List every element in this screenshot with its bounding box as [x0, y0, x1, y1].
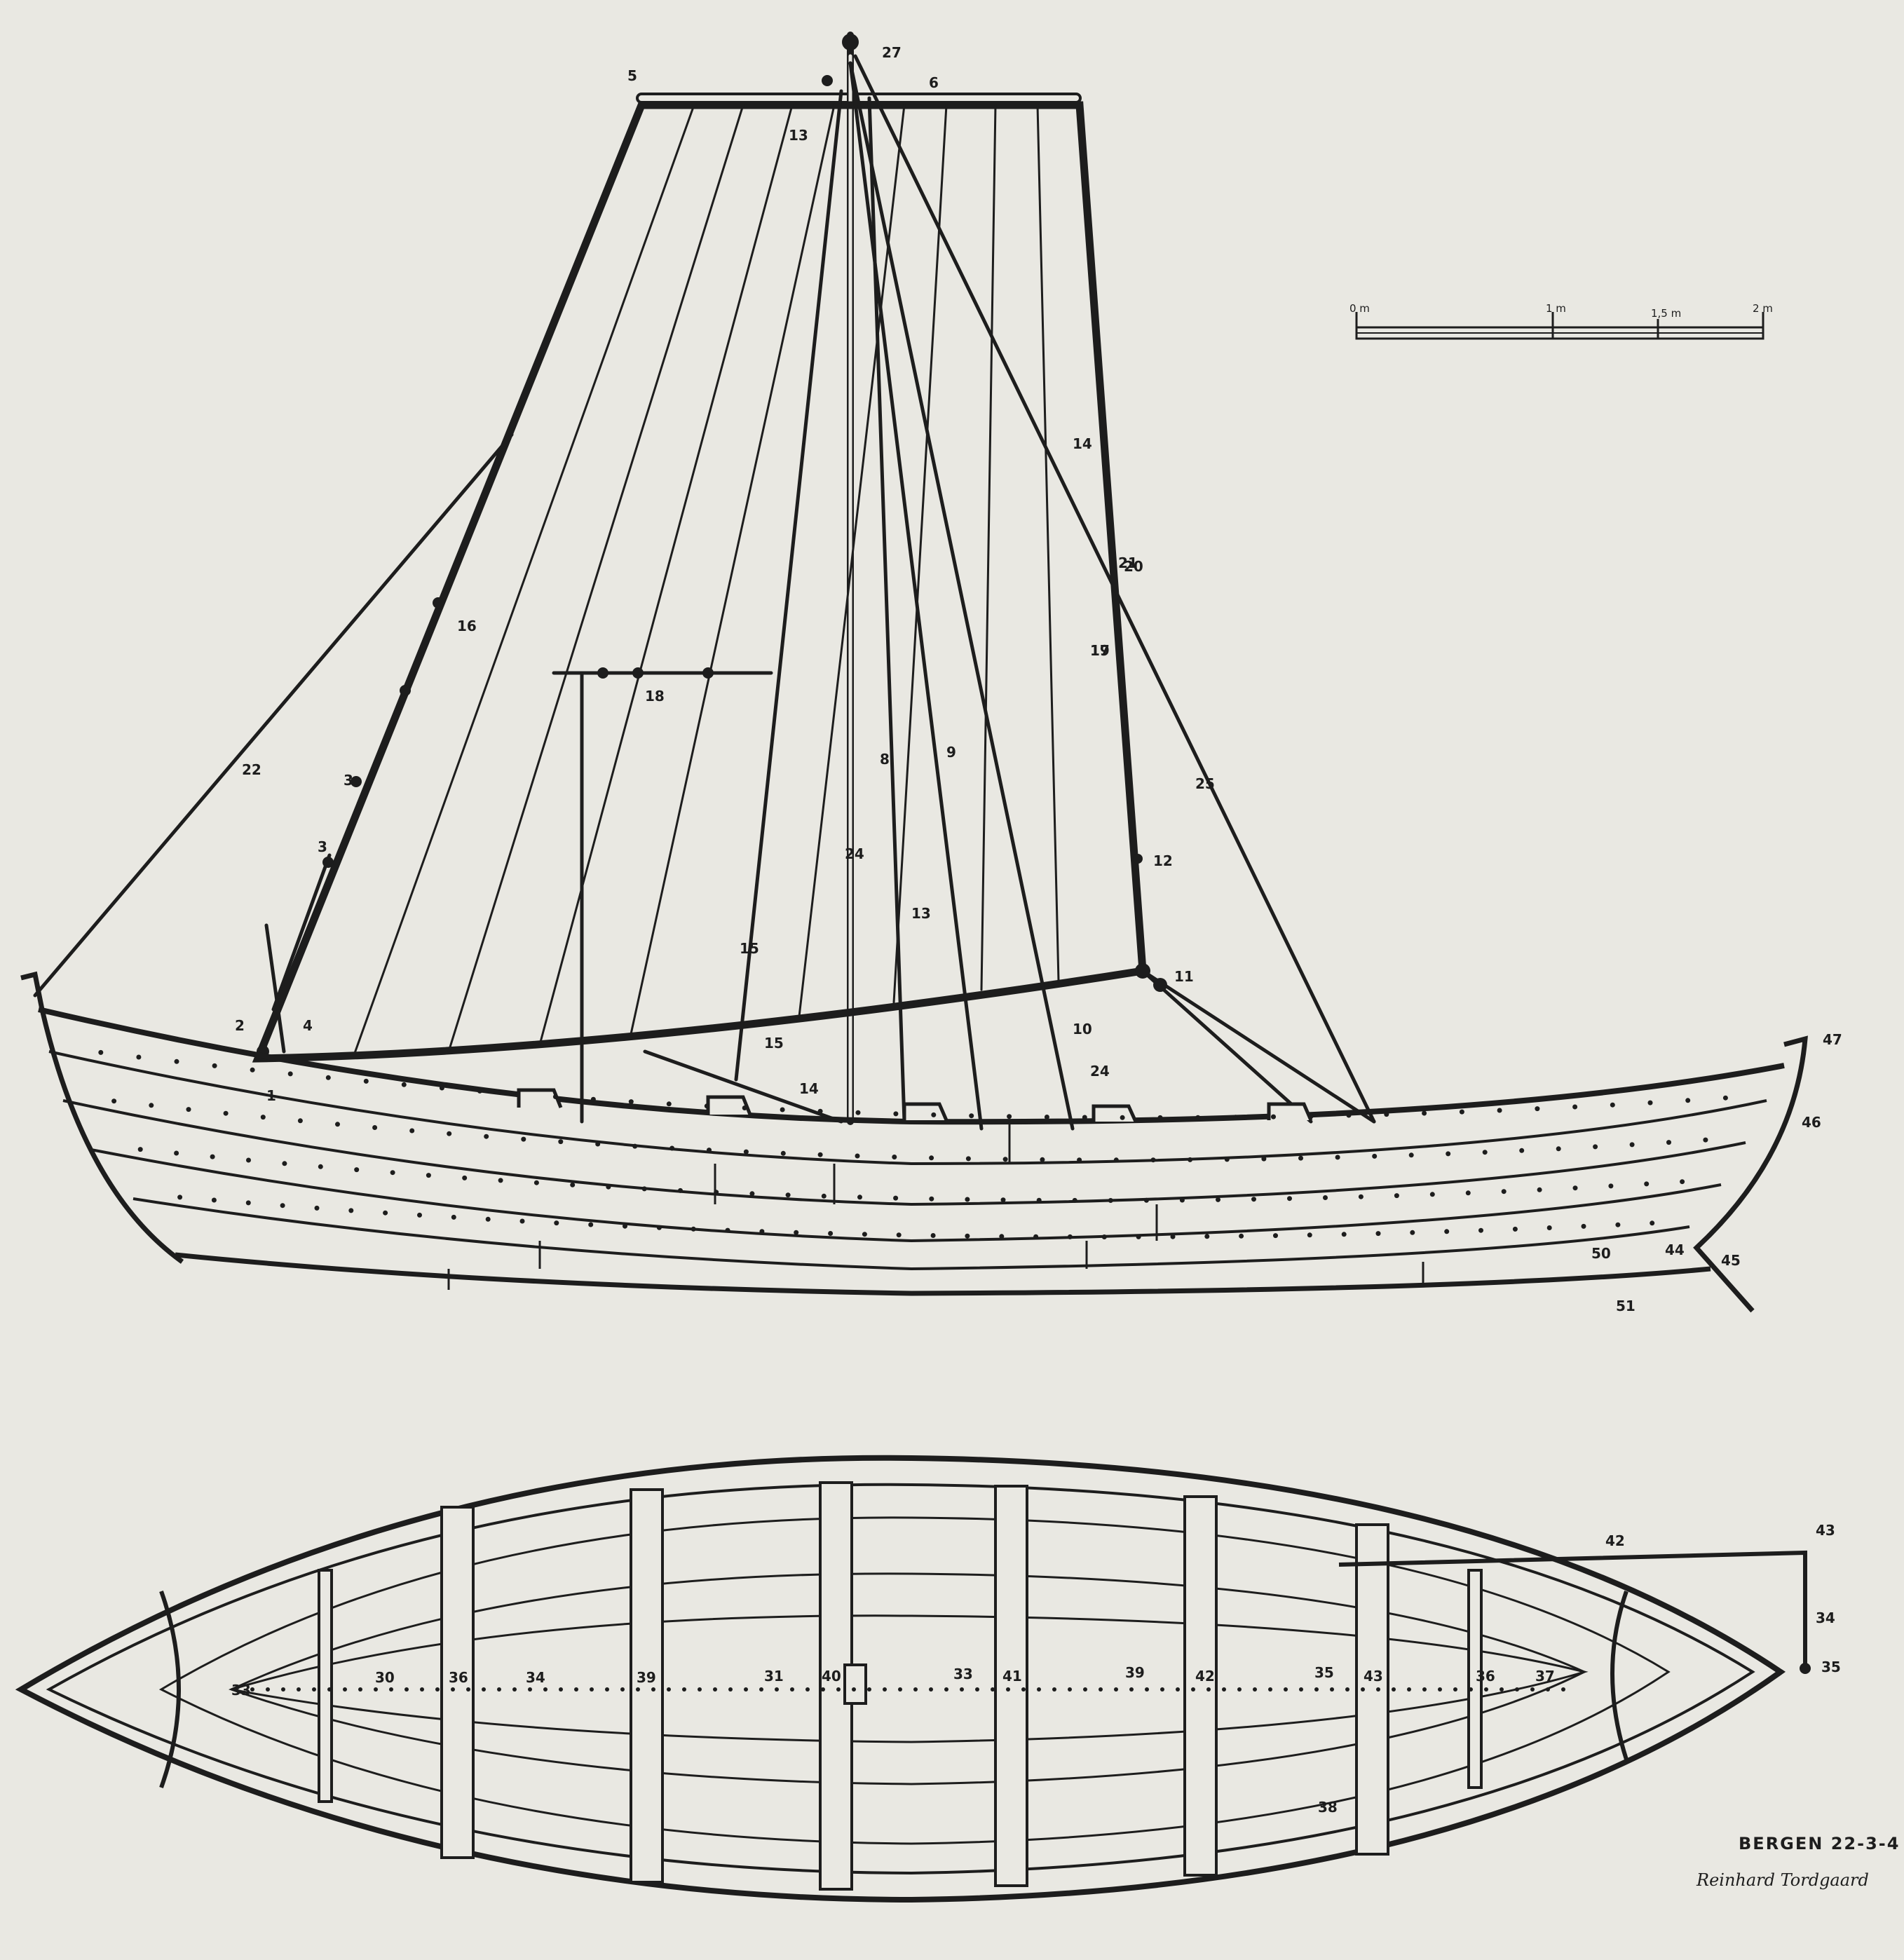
sail-seams: [353, 104, 1060, 1056]
part-label: 36: [1476, 1668, 1495, 1685]
part-label: 50: [1591, 1245, 1611, 1262]
part-label: 41: [1002, 1668, 1022, 1685]
part-label: 39: [637, 1669, 656, 1686]
part-label: 18: [645, 688, 665, 705]
scale-bar: 0 m 1 m 1,5 m 2 m: [1349, 302, 1773, 340]
part-label: 35: [1821, 1659, 1841, 1675]
part-label: 34: [526, 1669, 545, 1686]
part-label: 2: [235, 1017, 245, 1034]
scale-tick-2: 2 m: [1753, 302, 1773, 315]
title-block: BERGEN 22-3-4 Reinhard Tordgaard: [1696, 1834, 1900, 1890]
part-label: 42: [1605, 1532, 1625, 1549]
part-label: 40: [822, 1668, 841, 1685]
part-label: 4: [303, 1017, 313, 1034]
aft-stem: [20, 971, 184, 1264]
scale-tick-1-5: 1,5 m: [1651, 307, 1681, 320]
keel: [175, 1252, 1711, 1296]
part-label: 37: [1535, 1668, 1555, 1685]
part-label: 33: [231, 1682, 251, 1699]
hull-plan: [15, 1455, 1811, 1903]
part-label: 14: [1073, 435, 1092, 452]
rowlocks: [517, 1088, 1313, 1123]
part-label: 5: [627, 67, 637, 84]
part-label: 14: [799, 1080, 819, 1097]
fore-stem: [1693, 1035, 1808, 1313]
part-label: 15: [740, 940, 759, 957]
scarfs: [447, 1122, 1424, 1290]
part-label: 45: [1721, 1252, 1741, 1269]
part-label: 11: [1174, 968, 1194, 985]
part-label: 24: [845, 845, 864, 862]
part-label: 20: [1124, 558, 1143, 575]
plan-inner: [46, 1483, 1755, 1875]
sail-outline: [252, 101, 1147, 1063]
rigging-lines: [33, 54, 1376, 1131]
plan-rivets: [250, 1687, 1565, 1692]
part-label: 6: [929, 74, 939, 91]
part-label: 13: [789, 127, 808, 144]
part-label: 51: [1616, 1298, 1636, 1314]
hull-rivets: [98, 1049, 1728, 1239]
part-label: 17: [1090, 642, 1110, 659]
part-label: 25: [1195, 775, 1215, 792]
part-label: 47: [1823, 1031, 1842, 1048]
gunwale: [38, 1007, 1785, 1125]
part-label: 16: [457, 618, 477, 634]
part-label: 13: [911, 905, 931, 922]
place-date: BERGEN 22-3-4: [1739, 1834, 1900, 1853]
tiller: [1338, 1550, 1807, 1668]
part-label: 39: [1125, 1664, 1145, 1681]
part-label: 27: [882, 44, 902, 61]
author-signature: Reinhard Tordgaard: [1696, 1870, 1869, 1890]
part-label: 12: [1153, 852, 1173, 869]
thwarts: [318, 1481, 1483, 1891]
part-label: 24: [1090, 1063, 1110, 1080]
luff-blocks: [257, 34, 1167, 1058]
part-label: 35: [1314, 1664, 1334, 1681]
part-label: 22: [242, 761, 261, 778]
part-label: 19: [1090, 642, 1110, 659]
strakes: [48, 1050, 1767, 1296]
mast-step: [843, 1663, 867, 1705]
plan-outer: [15, 1455, 1786, 1903]
scale-tick-0: 0 m: [1349, 302, 1370, 315]
part-label: 3: [318, 838, 327, 855]
part-label: 43: [1816, 1522, 1835, 1539]
sail-labels: 5 27 6 13 16 18 14 19 21 20 17 22 3 3 2 …: [235, 44, 1842, 1314]
part-label: 3: [344, 772, 353, 789]
part-label: 34: [1816, 1609, 1835, 1626]
part-label: 43: [1364, 1668, 1383, 1685]
part-label: 9: [946, 744, 956, 761]
part-label: 44: [1665, 1241, 1685, 1258]
part-label: 33: [953, 1666, 973, 1682]
part-label: 46: [1802, 1114, 1821, 1131]
part-label: 36: [449, 1669, 468, 1686]
sail-rig: [33, 32, 1376, 1131]
part-label: 15: [764, 1035, 784, 1052]
hull-side: [20, 971, 1808, 1313]
part-label: 1: [266, 1087, 276, 1104]
part-label: 42: [1195, 1668, 1215, 1685]
part-label: 38: [1318, 1799, 1338, 1816]
plan-labels: 42 43 34 35 33 30 36 34 39 31 40 33 41 3…: [231, 1522, 1841, 1816]
scale-tick-1: 1 m: [1546, 302, 1566, 315]
part-label: 8: [880, 751, 890, 768]
part-label: 21: [1118, 554, 1138, 571]
part-label: 31: [764, 1668, 784, 1685]
part-label: 30: [375, 1669, 395, 1686]
part-label: 10: [1073, 1021, 1092, 1037]
